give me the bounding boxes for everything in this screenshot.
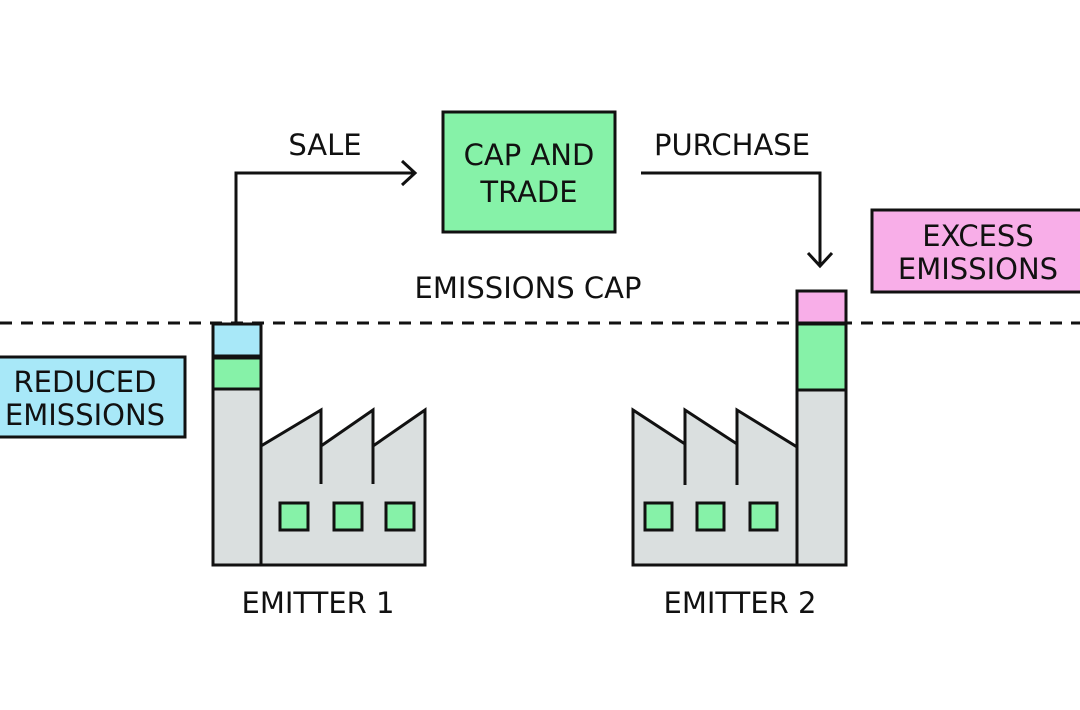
emitter-2-factory-icon bbox=[631, 289, 848, 567]
excess-label-line1: EXCESS bbox=[922, 219, 1033, 253]
reduced-emissions-box: REDUCED EMISSIONS bbox=[0, 355, 187, 439]
excess-label-line2: EMISSIONS bbox=[898, 252, 1058, 286]
sale-arrowhead-icon bbox=[400, 159, 418, 187]
sale-label: SALE bbox=[288, 128, 361, 162]
excess-emissions-box: EXCESS EMISSIONS bbox=[870, 208, 1080, 294]
purchase-arrowhead-icon bbox=[806, 251, 834, 269]
cap-and-trade-label-line1: CAP AND bbox=[464, 138, 595, 172]
purchase-arrow bbox=[641, 171, 822, 265]
emitter-1-reduced-segment bbox=[211, 322, 263, 358]
emitter-2-label: EMITTER 2 bbox=[664, 586, 817, 620]
sale-arrow bbox=[234, 171, 414, 323]
emitter-2-allowance-segment bbox=[795, 322, 848, 392]
reduced-label-line2: EMISSIONS bbox=[5, 398, 165, 432]
emitter-1-factory-icon bbox=[211, 322, 427, 567]
emissions-cap-label: EMISSIONS CAP bbox=[415, 271, 642, 305]
cap-and-trade-box: CAP AND TRADE bbox=[441, 110, 617, 234]
emitter-1-label: EMITTER 1 bbox=[242, 586, 395, 620]
emitter-1-allowance-segment bbox=[211, 356, 263, 391]
emitter-2-excess-segment bbox=[795, 289, 848, 325]
reduced-label-line1: REDUCED bbox=[14, 365, 157, 399]
cap-and-trade-label-line2: TRADE bbox=[479, 175, 577, 209]
purchase-label: PURCHASE bbox=[654, 128, 810, 162]
